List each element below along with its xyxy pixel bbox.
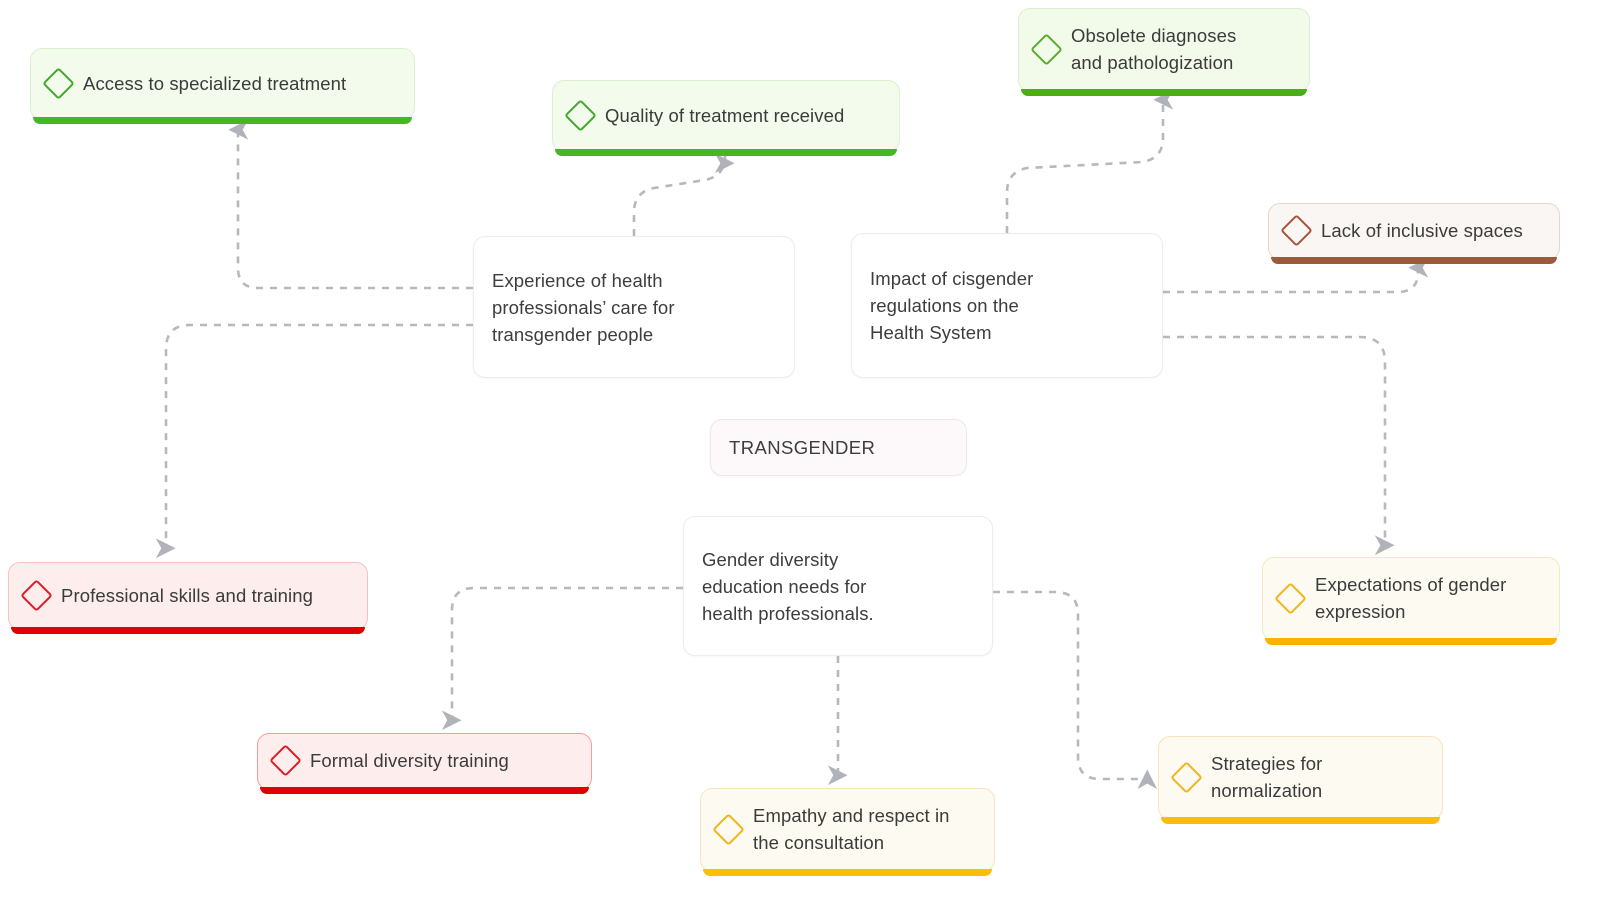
accent-bar [1161,817,1440,824]
diamond-icon [712,812,745,846]
diamond-icon [269,744,302,777]
diamond-icon [20,578,53,612]
root-label: TRANSGENDER [729,437,876,458]
edge-impact-to-obsolete [1005,89,1174,233]
leaf-label: Formal diversity training [310,750,509,771]
diamond-icon [1170,760,1203,794]
leaf-label: Professional skills and training [61,584,314,606]
edge-impact-to-lack-spaces [1163,257,1429,294]
leaf-node-lack-of-inclusive-spaces[interactable]: Lack of inclusive spaces [1268,203,1560,264]
leaf-node-quality-of-treatment-received[interactable]: Quality of treatment received [552,80,900,156]
branch-node-gender-diversity-education-needs[interactable]: Gender diversity education needs for hea… [683,516,993,656]
leaf-node-expectations-of-gender-expression[interactable]: Expectations of gender expression [1262,557,1560,645]
leaf-node-access-to-specialized-treatment[interactable]: Access to specialized treatment [30,48,415,124]
accent-bar [1021,89,1307,96]
branch-node-experience-of-health-professionals-care[interactable]: Experience of health professionals’ care… [473,236,795,378]
branch-label: Experience of health professionals’ care… [492,269,675,345]
leaf-node-formal-diversity-training[interactable]: Formal diversity training [257,733,592,794]
diamond-icon [1274,581,1307,615]
accent-bar [33,117,412,124]
accent-bar [260,787,589,794]
branch-node-impact-of-cisgender-regulations[interactable]: Impact of cisgender regulations on the H… [851,233,1163,378]
root-node-transgender[interactable]: TRANSGENDER [710,419,967,476]
diamond-icon [1030,32,1063,66]
accent-bar [1265,638,1557,645]
edge-education-to-formal-training [441,586,683,731]
branch-label: Impact of cisgender regulations on the H… [870,268,1034,343]
leaf-node-empathy-and-respect-in-the-consultation[interactable]: Empathy and respect in the consultation [700,788,995,876]
leaf-label: Empathy and respect in the consultation [753,805,950,853]
edge-education-to-strategies [993,590,1158,790]
edge-experience-to-skills [155,323,473,559]
diamond-icon [42,66,75,100]
edge-impact-to-expectations [1163,335,1395,556]
diamond-icon [564,98,597,132]
leaf-label: Expectations of gender expression [1315,574,1507,622]
edge-experience-to-quality [632,153,735,236]
accent-bar [1271,257,1557,264]
leaf-label: Obsolete diagnoses and pathologization [1071,25,1237,73]
accent-bar [555,149,897,156]
leaf-node-strategies-for-normalization[interactable]: Strategies for normalization [1158,736,1443,824]
branch-label: Gender diversity education needs for hea… [702,548,874,624]
diamond-icon [1280,214,1313,247]
accent-bar [703,869,992,876]
leaf-label: Lack of inclusive spaces [1321,220,1523,241]
leaf-node-professional-skills-and-training[interactable]: Professional skills and training [8,562,368,634]
leaf-label: Access to specialized treatment [83,72,347,94]
leaf-node-obsolete-diagnoses-and-pathologization[interactable]: Obsolete diagnoses and pathologization [1018,8,1310,96]
leaf-label: Strategies for normalization [1211,753,1323,801]
edge-experience-to-access [228,119,473,290]
accent-bar [11,627,365,634]
leaf-label: Quality of treatment received [605,104,845,126]
